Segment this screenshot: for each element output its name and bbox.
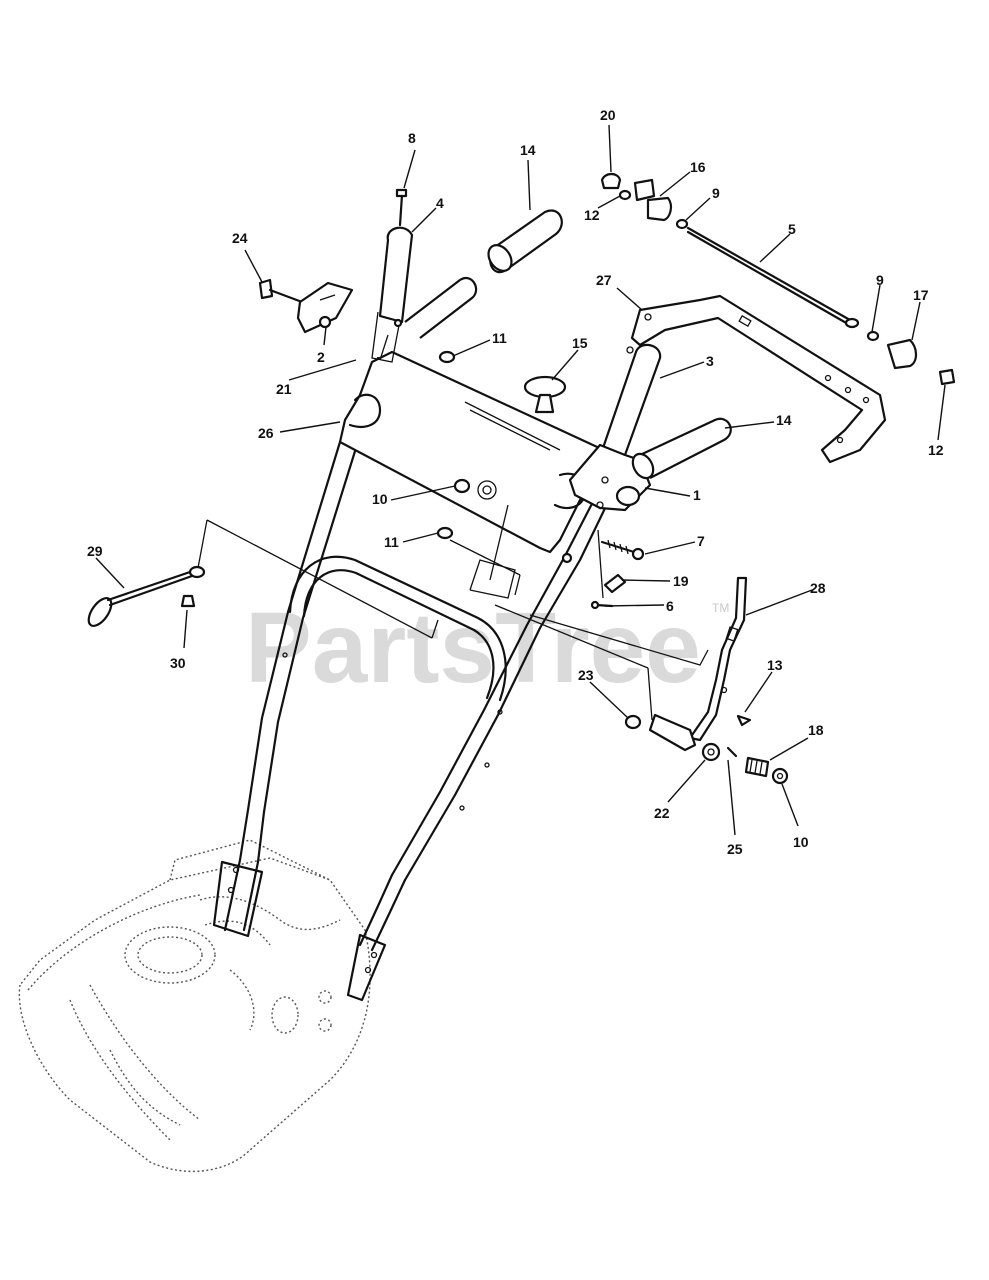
callout-8: 8 xyxy=(408,130,416,146)
left-handle-grip xyxy=(371,226,414,363)
callout-labels: 8 14 20 16 9 12 4 24 5 27 9 17 2 11 15 3… xyxy=(87,107,944,857)
knob-15 xyxy=(523,375,567,414)
lower-hardware xyxy=(624,714,789,785)
cable-29-30 xyxy=(87,565,206,627)
callout-14-top: 14 xyxy=(520,142,536,158)
screw-7 xyxy=(600,539,645,561)
callout-9-right: 9 xyxy=(876,272,884,288)
callout-4: 4 xyxy=(436,195,444,211)
callout-3: 3 xyxy=(706,353,714,369)
switch-assembly xyxy=(258,278,354,334)
callout-21: 21 xyxy=(276,381,292,397)
reference-lines xyxy=(197,504,709,721)
callout-22: 22 xyxy=(654,805,670,821)
linkage-rod xyxy=(600,172,860,329)
callout-12-top: 12 xyxy=(584,207,600,223)
leader-lines xyxy=(95,124,946,836)
callout-30: 30 xyxy=(170,655,186,671)
nut-10-panel xyxy=(453,478,471,494)
callout-10-panel: 10 xyxy=(372,491,388,507)
callout-17: 17 xyxy=(913,287,929,303)
snowblower-housing-ghost xyxy=(18,839,371,1173)
nut-11-upper xyxy=(438,350,456,364)
callout-11-top: 11 xyxy=(492,330,507,346)
right-handle-grip xyxy=(568,343,662,512)
callout-5: 5 xyxy=(788,221,796,237)
callout-23: 23 xyxy=(578,667,594,683)
watermark: PartsTree xyxy=(245,592,701,704)
callout-7: 7 xyxy=(697,533,705,549)
callout-10-bottom: 10 xyxy=(793,834,809,850)
callout-24: 24 xyxy=(232,230,248,246)
callout-27: 27 xyxy=(596,272,612,288)
callout-1: 1 xyxy=(693,487,701,503)
bolt-8 xyxy=(395,188,408,227)
callout-12-right: 12 xyxy=(928,442,944,458)
callout-28: 28 xyxy=(810,580,826,596)
nut-11-lower xyxy=(436,526,454,540)
callout-18: 18 xyxy=(808,722,824,738)
control-panel xyxy=(338,350,610,564)
lever-28 xyxy=(648,576,748,752)
callout-14-right: 14 xyxy=(776,412,792,428)
bail-lever xyxy=(626,294,887,464)
callout-15: 15 xyxy=(572,335,588,351)
callout-25: 25 xyxy=(727,841,743,857)
callout-2: 2 xyxy=(317,349,325,365)
callout-26: 26 xyxy=(258,425,274,441)
callout-29: 29 xyxy=(87,543,103,559)
linkage-ferrule xyxy=(866,330,956,386)
grip-sleeve-right xyxy=(631,417,732,480)
callout-16: 16 xyxy=(690,159,706,175)
callout-9-top: 9 xyxy=(712,185,720,201)
callout-19: 19 xyxy=(673,573,689,589)
upper-handle-frame xyxy=(212,356,612,1002)
watermark-mark: TM xyxy=(712,601,729,615)
callout-13: 13 xyxy=(767,657,783,673)
callout-6: 6 xyxy=(666,598,674,614)
callout-11-lower: 11 xyxy=(384,534,399,550)
callout-20: 20 xyxy=(600,107,616,123)
grip-sleeve-left xyxy=(404,209,563,339)
